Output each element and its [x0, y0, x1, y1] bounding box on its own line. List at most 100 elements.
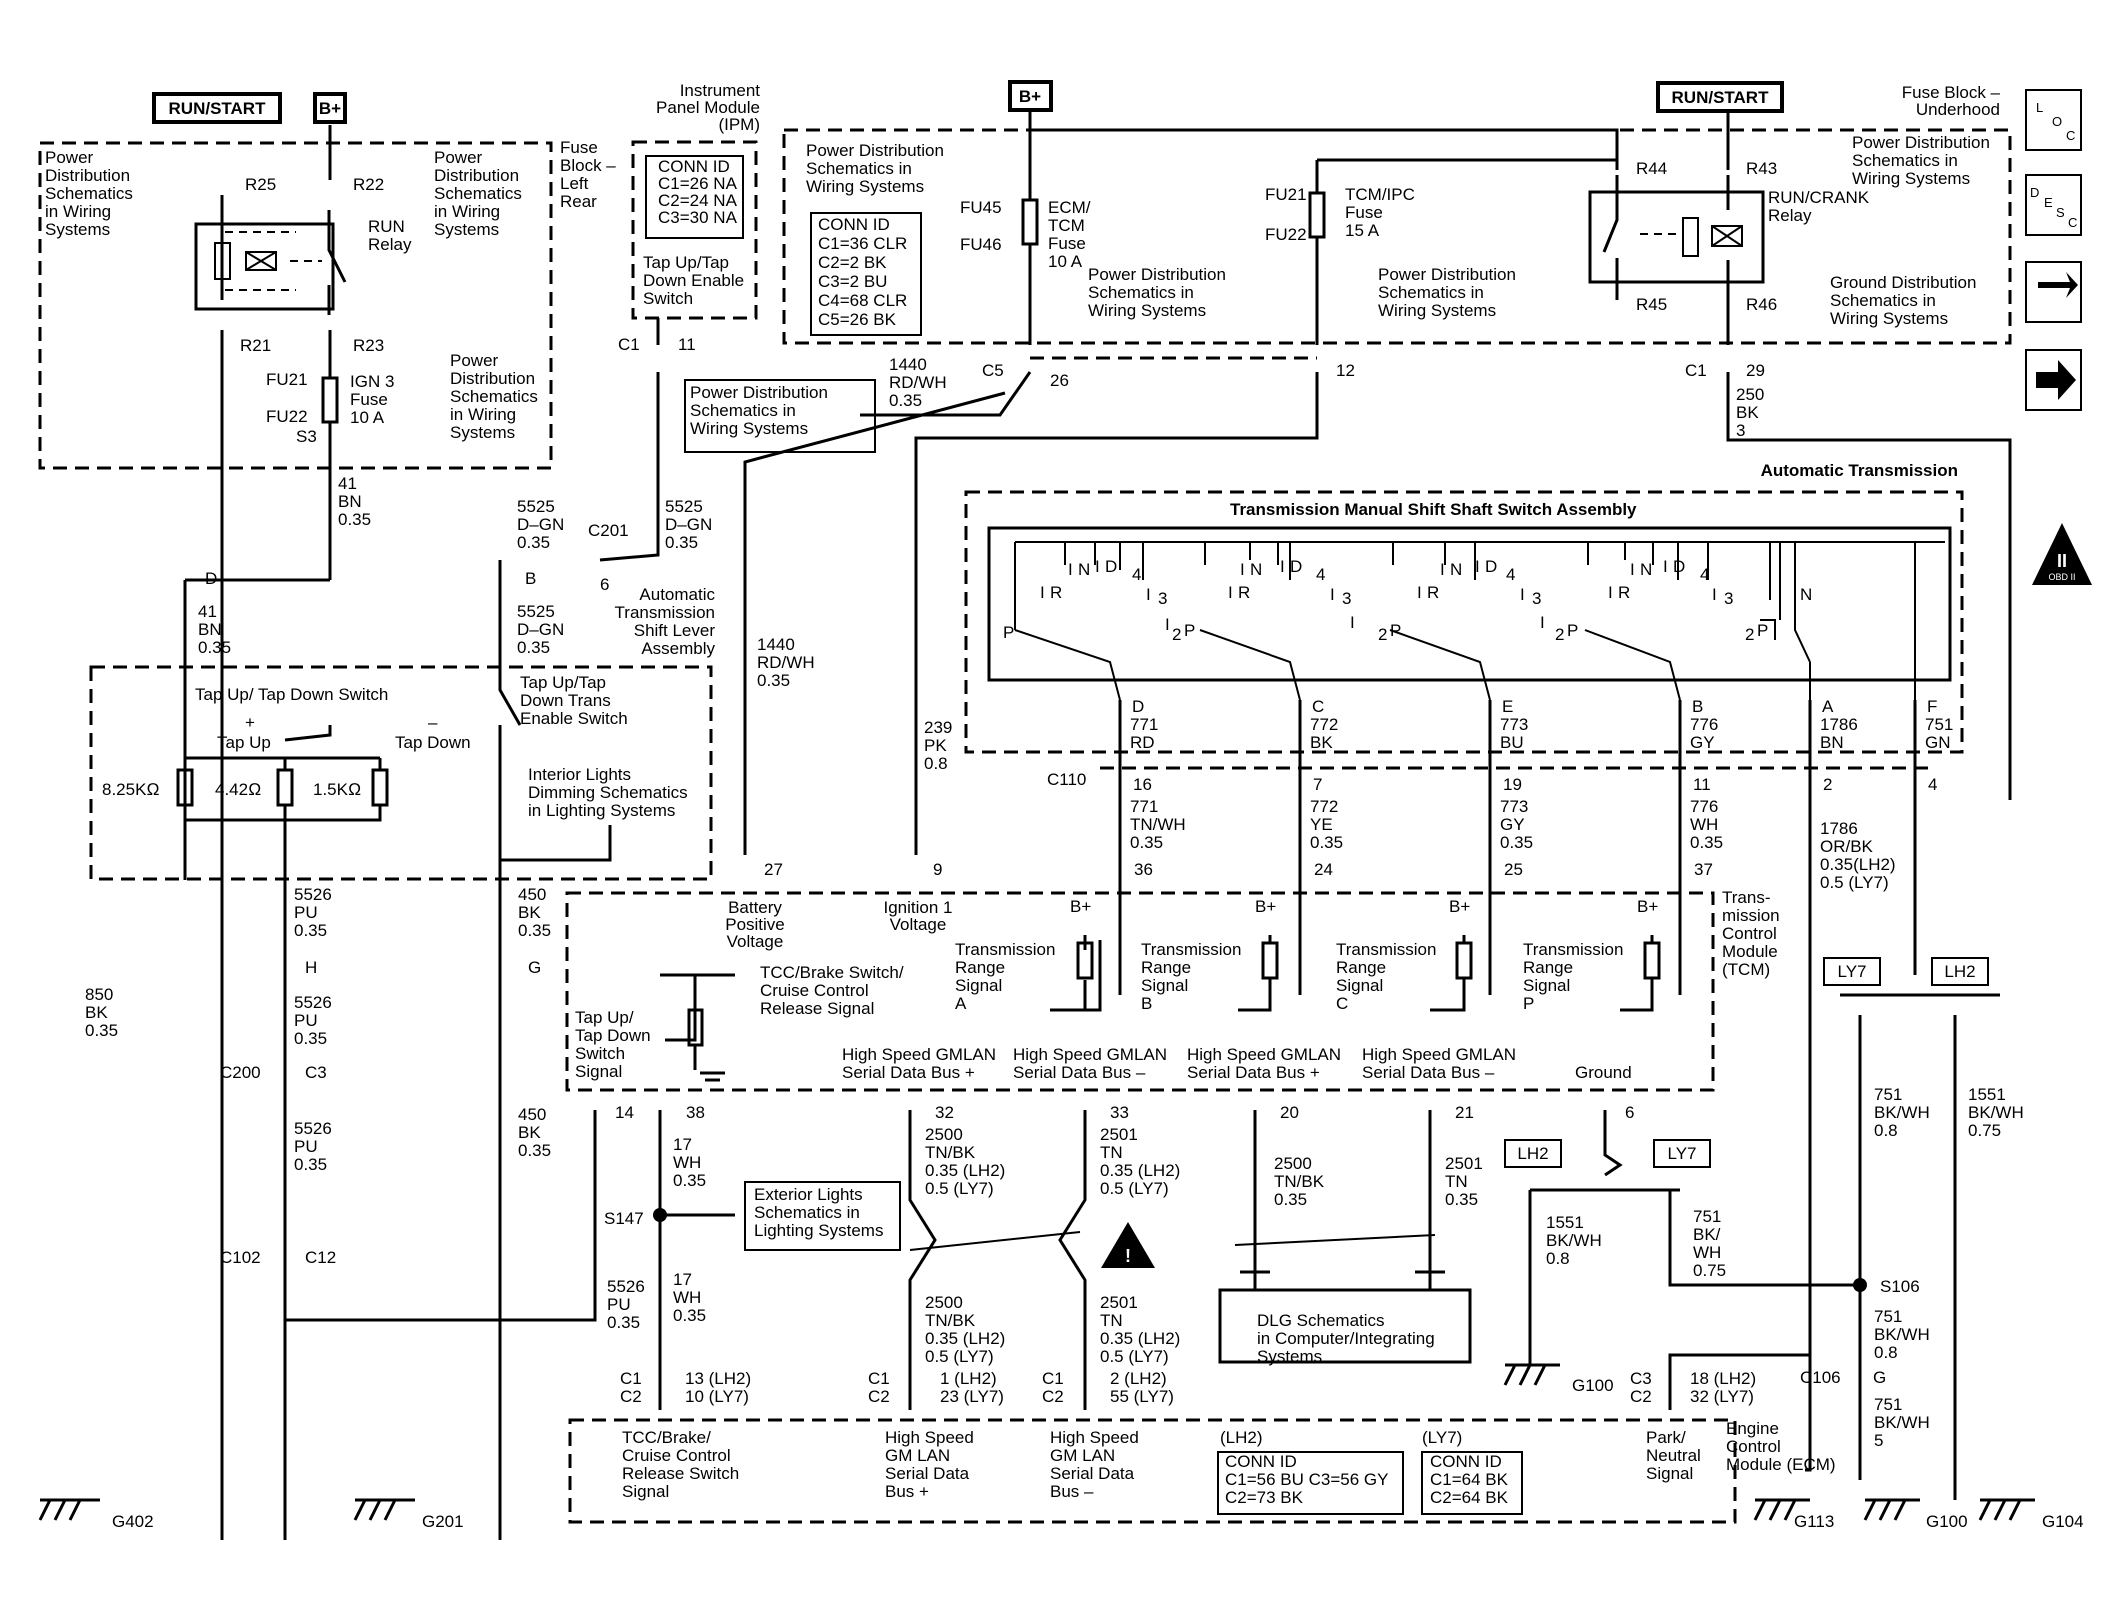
tcm-ipc-fuse-label-line-1: Fuse: [1345, 203, 1383, 222]
c102-label: C102: [220, 1248, 261, 1267]
desc-icon[interactable]: [2025, 174, 2082, 236]
wire-1786-label-line-2: 0.35(LH2): [1820, 855, 1896, 874]
tap-trans-enable-label-line-0: Tap Up/Tap: [520, 673, 606, 692]
tap-trans-enable-label-line-1: Down Trans: [520, 691, 611, 710]
tcc-ecm-label-line-3: Signal: [622, 1482, 669, 1501]
ecm-pins-c-line-1: 55 (LY7): [1110, 1387, 1174, 1406]
wire-250-label-line-0: 250: [1736, 385, 1764, 404]
ecm-label-line-2: Module (ECM): [1726, 1455, 1836, 1474]
ipm-conn-text-line-3: C3=30 NA: [658, 208, 738, 227]
svg-text:!: !: [1125, 1246, 1131, 1266]
wire-5525-right-line-1: D–GN: [665, 515, 712, 534]
r45-label: R45: [1636, 295, 1667, 314]
tcc-ecm-label-line-0: TCC/Brake/: [622, 1428, 711, 1447]
harness-icon[interactable]: [2025, 261, 2082, 323]
hs-gmlan-minus-label-line-3: Bus –: [1050, 1482, 1094, 1501]
pds-label-r22-line-3: in Wiring: [434, 202, 500, 221]
run-relay-box: [194, 222, 335, 311]
wire-41-bot-line-0: 41: [198, 602, 217, 621]
ecm-pins-d-line-1: 32 (LY7): [1690, 1387, 1754, 1406]
pin12-label: 12: [1336, 361, 1355, 380]
wire-2500-c-line-1: TN/BK: [1274, 1172, 1325, 1191]
c110-label: C110: [1047, 770, 1086, 789]
range-wire-bot-0-line-2: 0.35: [1130, 833, 1163, 852]
lh2-tag-2: [1504, 1139, 1562, 1168]
ly7-tag: [1823, 957, 1881, 986]
wire-5526-2-line-0: 5526: [294, 993, 332, 1012]
switch-contact-3-0: I: [1608, 583, 1613, 602]
range-wire-top-2-line-1: BU: [1500, 733, 1524, 752]
wire-5526-3-line-0: 5526: [294, 1119, 332, 1138]
fuse-block-left-label-line-2: Left: [560, 174, 589, 193]
tcm-range-a: [1050, 935, 1102, 1012]
wire-17-bot-line-2: 0.35: [673, 1306, 706, 1325]
run-relay-label-line-1: Relay: [368, 235, 412, 254]
lh2-conn-box: [1217, 1451, 1404, 1515]
wire-1551-a-line-0: 1551: [1968, 1085, 2006, 1104]
pds-label-c5-line-2: Wiring Systems: [690, 419, 808, 438]
ipm-conn-text-line-0: CONN ID: [658, 157, 730, 176]
next-arrow-icon[interactable]: [2025, 349, 2082, 411]
switch-contact-3-4: I: [1663, 557, 1668, 576]
c110-pin-16: 16: [1133, 775, 1152, 794]
wire-1786-label-line-0: 1786: [1820, 819, 1858, 838]
battery-positive-label-line-2: Voltage: [727, 932, 784, 951]
wire-751-a-line-1: BK/WH: [1874, 1103, 1930, 1122]
tcc-signal-label-line-1: Cruise Control: [760, 981, 869, 1000]
tcc-ecm-label-line-2: Release Switch: [622, 1464, 739, 1483]
wire-1551-b-line-0: 1551: [1546, 1213, 1584, 1232]
range-wire-top-2-line-0: 773: [1500, 715, 1528, 734]
shift-lever-label-line-0: Automatic: [639, 585, 715, 604]
wire-2501-a-line-1: TN: [1100, 1143, 1123, 1162]
fu46-label: FU46: [960, 235, 1002, 254]
loc-icon[interactable]: [2025, 89, 2082, 151]
range-wire-top-5-line-0: 751: [1925, 715, 1953, 734]
fu45-label: FU45: [960, 198, 1002, 217]
wire-5525-right-line-2: 0.35: [665, 533, 698, 552]
ipm-label-line-1: Panel Module: [656, 98, 760, 117]
switch-contact-1-2: I: [1240, 560, 1245, 579]
tap-trans-enable-label-line-2: Enable Switch: [520, 709, 628, 728]
svg-text:II: II: [2057, 551, 2067, 571]
interior-lights-label-line-1: Dimming Schematics: [528, 783, 688, 802]
switch-contact-2-7: I: [1520, 585, 1525, 604]
switch-contact-1-6: 4: [1316, 565, 1325, 584]
conn-g-label: G: [528, 958, 541, 977]
wire-1551-a-line-1: BK/WH: [1968, 1103, 2024, 1122]
tcm-pin27-label: 27: [764, 860, 783, 879]
trans-range-P-label-line-1: Range: [1523, 958, 1573, 977]
tcm-range-pin-25: 25: [1504, 860, 1523, 879]
ecm-c3c2-line-0: C3: [1630, 1369, 1652, 1388]
obd-ii-icon: II OBD II: [2032, 523, 2092, 585]
pds-label-tcm-fuse-line-2: Wiring Systems: [1378, 301, 1496, 320]
tcm-pin14-label: 14: [615, 1103, 634, 1122]
wire-751-d-line-1: BK/WH: [1874, 1413, 1930, 1432]
gmlan-1-label-line-1: Serial Data Bus +: [842, 1063, 975, 1082]
pds-label-fu45-line-2: Wiring Systems: [806, 177, 924, 196]
ecm-tcm-fuse-label-line-2: Fuse: [1048, 234, 1086, 253]
pds-label-tcm-fuse-line-1: Schematics in: [1378, 283, 1484, 302]
pds-label-fu45-line-1: Schematics in: [806, 159, 912, 178]
wire-450-bot-line-1: BK: [518, 1123, 541, 1142]
ext-lights-label-line-1: Schematics in: [754, 1203, 860, 1222]
switch-contact-2-11: P: [1567, 621, 1578, 640]
wire-850-label-line-2: 0.35: [85, 1021, 118, 1040]
switch-contact-2-6: 4: [1506, 565, 1515, 584]
runcrank-relay-coil: [1682, 217, 1699, 257]
ext-lights-label-line-2: Lighting Systems: [754, 1221, 883, 1240]
c1-right-label: C1: [1685, 361, 1707, 380]
switch-contact-1-8: 3: [1342, 589, 1351, 608]
s147-label: S147: [604, 1209, 644, 1228]
ecm-c3c2-line-1: C2: [1630, 1387, 1652, 1406]
switch-contact-0-3: N: [1078, 560, 1090, 579]
run-relay-label-line-0: RUN: [368, 217, 405, 236]
pds-label-r43-line-2: Wiring Systems: [1852, 169, 1970, 188]
fuse-block-underhood-label-line-0: Fuse Block –: [1902, 83, 2001, 102]
ecm-tcm-fuse-label-line-1: TCM: [1048, 216, 1085, 235]
wire-450-bot-line-2: 0.35: [518, 1141, 551, 1160]
tcm-range-pin-37: 37: [1694, 860, 1713, 879]
range-wire-bot-0-line-0: 771: [1130, 797, 1158, 816]
range-wire-bot-1-line-2: 0.35: [1310, 833, 1343, 852]
runcrank-relay-coil-x: [1711, 225, 1743, 247]
